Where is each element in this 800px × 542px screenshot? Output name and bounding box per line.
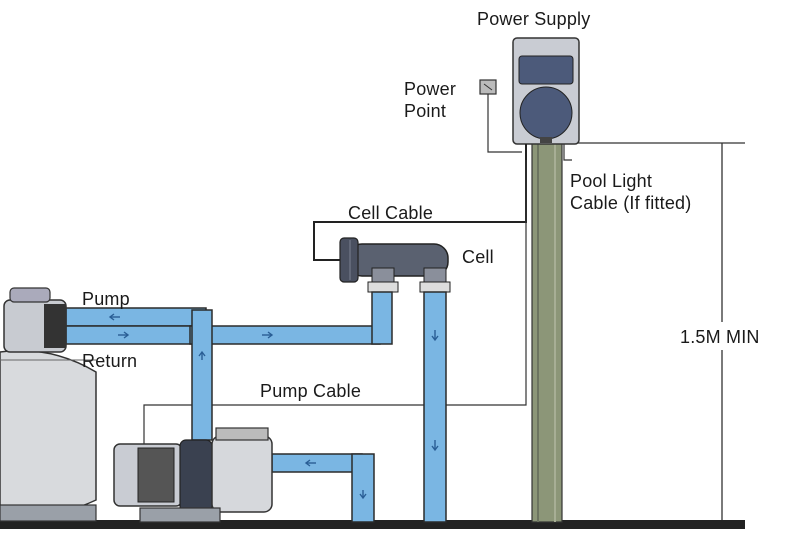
pool-light-label-line1: Pool Light [570, 171, 653, 191]
ground-line [0, 520, 745, 529]
cell-cable-label: Cell Cable [348, 203, 434, 223]
chlorinator-cell [339, 237, 451, 293]
height-dimension [568, 142, 745, 520]
flow-arrows [108, 313, 439, 500]
power-point-icon [479, 79, 522, 153]
power-supply-unit [512, 37, 580, 145]
filter-tank [0, 287, 97, 522]
power-supply-label: Power Supply [477, 9, 591, 29]
pump-cable-label: Pump Cable [260, 381, 362, 401]
mounting-post [531, 139, 563, 523]
pool-pump [113, 427, 273, 523]
return-label: Return [82, 351, 138, 371]
pool-light-cable [563, 144, 572, 161]
pump-cable [143, 160, 527, 448]
pool-light-label-line2: Cable (If fitted) [570, 193, 692, 213]
power-point-label-line1: Power [404, 79, 457, 99]
height-label: 1.5M MIN [678, 326, 762, 348]
pipework [65, 291, 447, 523]
power-point-label-line2: Point [404, 101, 447, 121]
pump-label: Pump [82, 289, 130, 309]
cell-label: Cell [462, 247, 494, 267]
